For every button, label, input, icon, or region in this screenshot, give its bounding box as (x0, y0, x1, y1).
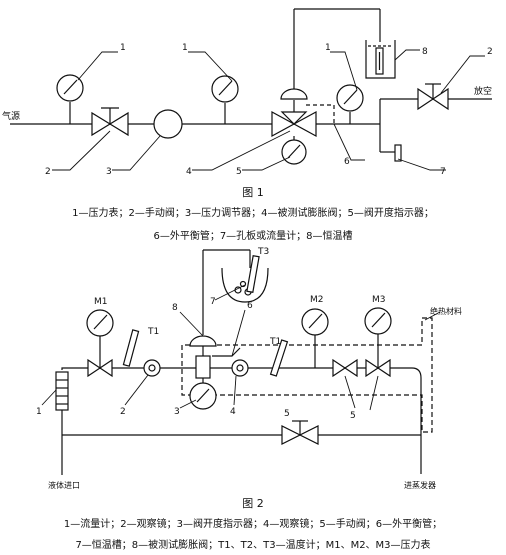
fig2-pressure-gauge-m3 (364, 307, 392, 368)
fig1-title: 图 1 (242, 186, 264, 199)
fig2-insulation-box (181, 317, 433, 433)
fig1-callout-6: 6 (344, 157, 350, 167)
fig2-evaporator-label: 进蒸发器 (404, 480, 436, 490)
fig2-inlet-label: 液体进口 (48, 480, 80, 490)
fig2-main-pipe (61, 367, 422, 474)
fig2-pressure-gauge-m2 (301, 308, 329, 368)
fig2-label-m2: M2 (310, 295, 324, 305)
fig1-orifice-flowmeter (394, 144, 402, 162)
fig2-bypass-valve (281, 420, 319, 445)
fig1-manual-valve-inlet (91, 107, 129, 137)
fig2-callout-5a: 5 (350, 411, 356, 421)
fig1-manual-valve-vent (417, 83, 449, 111)
fig2-callout-4: 4 (230, 407, 236, 417)
fig1-callout-8: 8 (422, 47, 428, 57)
fig2-manual-valve-2 (332, 358, 358, 378)
fig2-legend-line2: 7—恒温槽；8—被测试膨胀阀；T1、T2、T3—温度计；M1、M2、M3—压力表 (75, 540, 431, 551)
fig2-callout-3: 3 (174, 407, 180, 417)
fig1-callout-3: 3 (106, 167, 112, 177)
fig2-callout-1: 1 (36, 407, 42, 417)
fig2-callout-7: 7 (210, 297, 216, 307)
fig2-manual-valve-3 (365, 358, 391, 378)
fig2-callout-6: 6 (247, 301, 253, 311)
fig1-vent-label: 放空 (474, 85, 492, 97)
fig2-opening-indicator (189, 378, 217, 410)
fig2-insulation-label: 绝热材料 (430, 306, 462, 316)
fig2-thermometer-t1a (122, 329, 140, 367)
fig2-callout-8: 8 (172, 303, 178, 313)
fig2-label-m3: M3 (372, 295, 386, 305)
fig2-title: 图 2 (242, 497, 264, 510)
fig2-callout-5b: 5 (284, 409, 290, 419)
fig1-legend-line1: 1—压力表；2—手动阀；3—压力调节器；4—被测试膨胀阀；5—阀开度指示器； (72, 208, 434, 219)
fig2-label-t3: T3 (257, 247, 269, 257)
fig2-diagram (41, 249, 441, 475)
fig2-external-equalizer (212, 347, 241, 357)
fig1-diagram (10, 8, 492, 171)
fig2-label-m1: M1 (94, 297, 108, 307)
fig2-sight-glass-2 (143, 359, 161, 377)
fig2-label-t1b: T1 (269, 337, 281, 347)
fig1-callout-1b: 1 (182, 43, 188, 53)
fig1-legend-line2: 6—外平衡管；7—孔板或流量计；8—恒温槽 (153, 231, 353, 242)
fig1-callout-5: 5 (236, 167, 242, 177)
fig1-callout-2b: 2 (487, 47, 493, 57)
fig2-manual-valve-1 (87, 358, 113, 378)
fig2-leader-lines (41, 284, 441, 411)
fig1-pressure-regulator (153, 109, 183, 139)
fig2-legend-line1: 1—流量计；2—观察镜；3—阀开度指示器；4—观察镜；5—手动阀；6—外平衡管； (63, 519, 443, 530)
fig1-pressure-gauge-1a (56, 74, 84, 124)
fig2-expansion-valve (189, 249, 251, 379)
fig1-callout-2a: 2 (45, 167, 51, 177)
fig1-expansion-valve (271, 8, 381, 138)
fig1-opening-indicator (281, 136, 307, 165)
fig1-callout-7: 7 (440, 167, 446, 177)
fig1-thermostatic-bath (365, 40, 396, 79)
fig1-callout-1a: 1 (120, 43, 126, 53)
fig1-pressure-gauge-1c (336, 84, 364, 124)
fig1-leader-lines (52, 49, 485, 171)
fig2-label-t1a: T1 (147, 327, 159, 337)
fig1-inlet-label: 气源 (2, 110, 20, 122)
fig1-external-equalizer (306, 104, 335, 124)
fig1-pressure-gauge-1b (211, 75, 239, 124)
fig1-callout-4: 4 (186, 167, 192, 177)
fig2-thermometer-t1b (269, 339, 289, 377)
fig2-pressure-gauge-m1 (86, 309, 114, 368)
fig2-flowmeter (55, 371, 69, 475)
fig2-thermostatic-bath (221, 255, 269, 303)
fig2-callout-2: 2 (120, 407, 126, 417)
fig1-callout-1c: 1 (325, 43, 331, 53)
fig2-sight-glass-4 (231, 359, 249, 377)
